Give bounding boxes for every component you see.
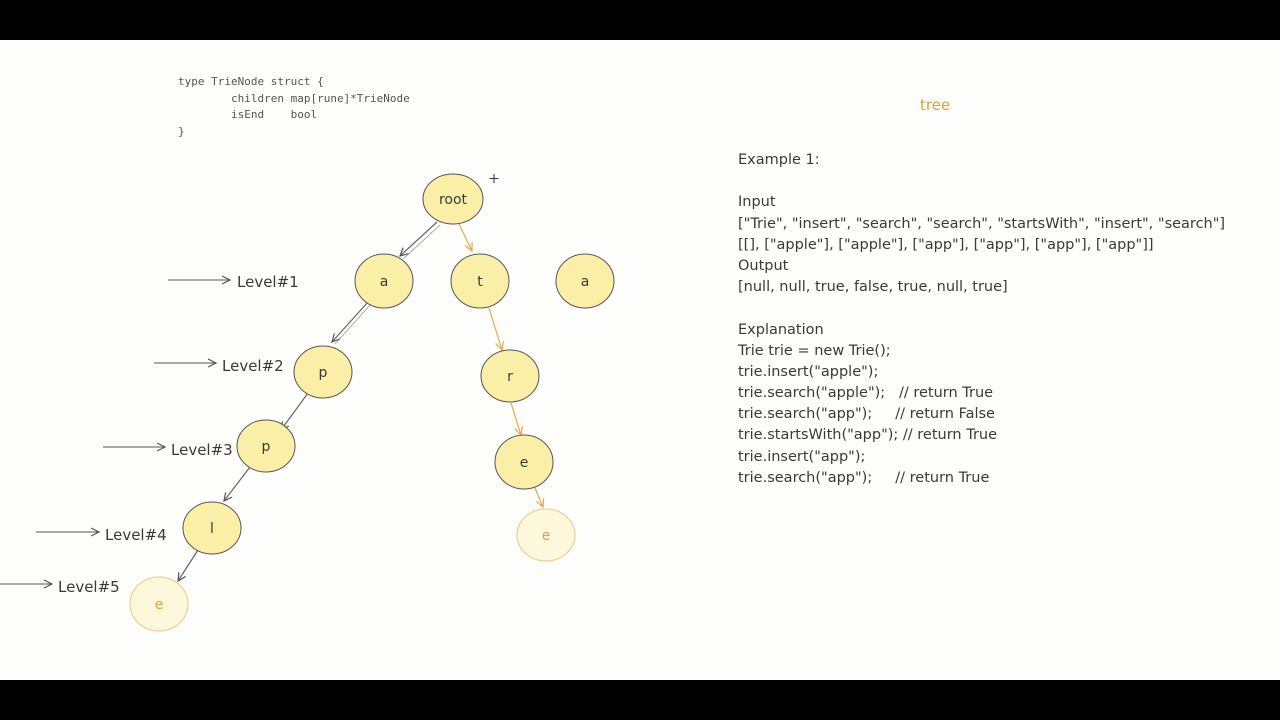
- level-markers: Level#1 Level#2 Level#3 Level#4 Level#5: [0, 273, 299, 596]
- level-label: Level#3: [171, 441, 233, 459]
- level-label: Level#1: [237, 273, 299, 291]
- node-label: e: [542, 528, 551, 544]
- edge-e-e: [534, 487, 543, 507]
- node-t[interactable]: t: [450, 253, 510, 309]
- trienode-struct-code: type TrieNode struct { children map[rune…: [178, 74, 410, 140]
- tree-nodes: root a t a p p: [129, 173, 615, 632]
- node-label: a: [581, 274, 590, 290]
- node-label: t: [477, 274, 483, 290]
- spacer: [738, 298, 1280, 319]
- edge-root-a-double: [402, 224, 441, 260]
- edges: [178, 221, 543, 581]
- code-line: type TrieNode struct {: [178, 75, 324, 88]
- whiteboard-canvas[interactable]: type TrieNode struct { children map[rune…: [0, 40, 1280, 680]
- explanation-line: trie.search("apple"); // return True: [738, 385, 994, 402]
- level-label: Level#5: [58, 578, 120, 596]
- node-r[interactable]: r: [480, 349, 540, 403]
- edge-a-p: [332, 301, 369, 342]
- code-line: }: [178, 124, 185, 138]
- edge-l-e: [178, 549, 199, 581]
- edge-a-p-double: [334, 303, 372, 345]
- node-label: p: [262, 439, 271, 455]
- output-values: [null, null, true, false, true, null, tr…: [738, 279, 1008, 296]
- node-label: l: [210, 521, 214, 537]
- edge-r-e: [510, 402, 521, 435]
- node-root[interactable]: root: [422, 173, 484, 225]
- node-label: e: [155, 597, 164, 613]
- node-e-tree1[interactable]: e: [494, 434, 554, 490]
- output-label: Output: [738, 257, 789, 274]
- node-label: e: [520, 455, 529, 471]
- input-operations: ["Trie", "insert", "search", "search", "…: [738, 215, 1226, 232]
- explanation-line: trie.search("app"); // return True: [738, 469, 990, 486]
- node-label: r: [507, 369, 513, 385]
- explanation-line: trie.startsWith("app"); // return True: [738, 427, 998, 444]
- example-heading: Example 1:: [738, 152, 820, 168]
- node-l[interactable]: l: [182, 501, 242, 555]
- edge-root-a: [400, 221, 438, 256]
- node-label: p: [319, 365, 328, 381]
- edge-p-l: [224, 466, 251, 501]
- explanation-line: trie.insert("app");: [738, 448, 866, 465]
- node-e-apple[interactable]: e: [129, 576, 189, 632]
- node-a-detached[interactable]: a: [555, 253, 615, 309]
- node-label: root: [439, 192, 468, 208]
- input-arguments: [[], ["apple"], ["apple"], ["app"], ["ap…: [738, 236, 1154, 253]
- crosshair-cursor-icon: [489, 174, 499, 183]
- code-line: children map[rune]*TrieNode: [178, 91, 410, 105]
- spacer: [738, 171, 1280, 192]
- node-p-level3[interactable]: p: [236, 419, 296, 473]
- node-e-tree2[interactable]: e: [516, 508, 576, 562]
- trie-diagram: Level#1 Level#2 Level#3 Level#4 Level#5 …: [0, 173, 615, 632]
- level-label: Level#4: [105, 526, 167, 544]
- level-label: Level#2: [222, 357, 284, 375]
- tree-title: tree: [920, 96, 951, 114]
- input-label: Input: [738, 194, 776, 211]
- edge-root-t: [458, 223, 472, 251]
- node-a[interactable]: a: [354, 253, 414, 309]
- node-label: a: [380, 274, 389, 290]
- explanation-line: Trie trie = new Trie();: [738, 342, 891, 359]
- edge-p-p: [281, 392, 309, 430]
- code-line: isEnd bool: [178, 108, 318, 121]
- explanation-label: Explanation: [738, 321, 824, 338]
- node-p-level2[interactable]: p: [293, 345, 353, 399]
- explanation-line: trie.insert("apple");: [738, 363, 879, 380]
- example-block: Example 1: Input ["Trie", "insert", "sea…: [738, 150, 1280, 489]
- explanation-line: trie.search("app"); // return False: [738, 406, 995, 423]
- edge-t-r: [488, 307, 502, 350]
